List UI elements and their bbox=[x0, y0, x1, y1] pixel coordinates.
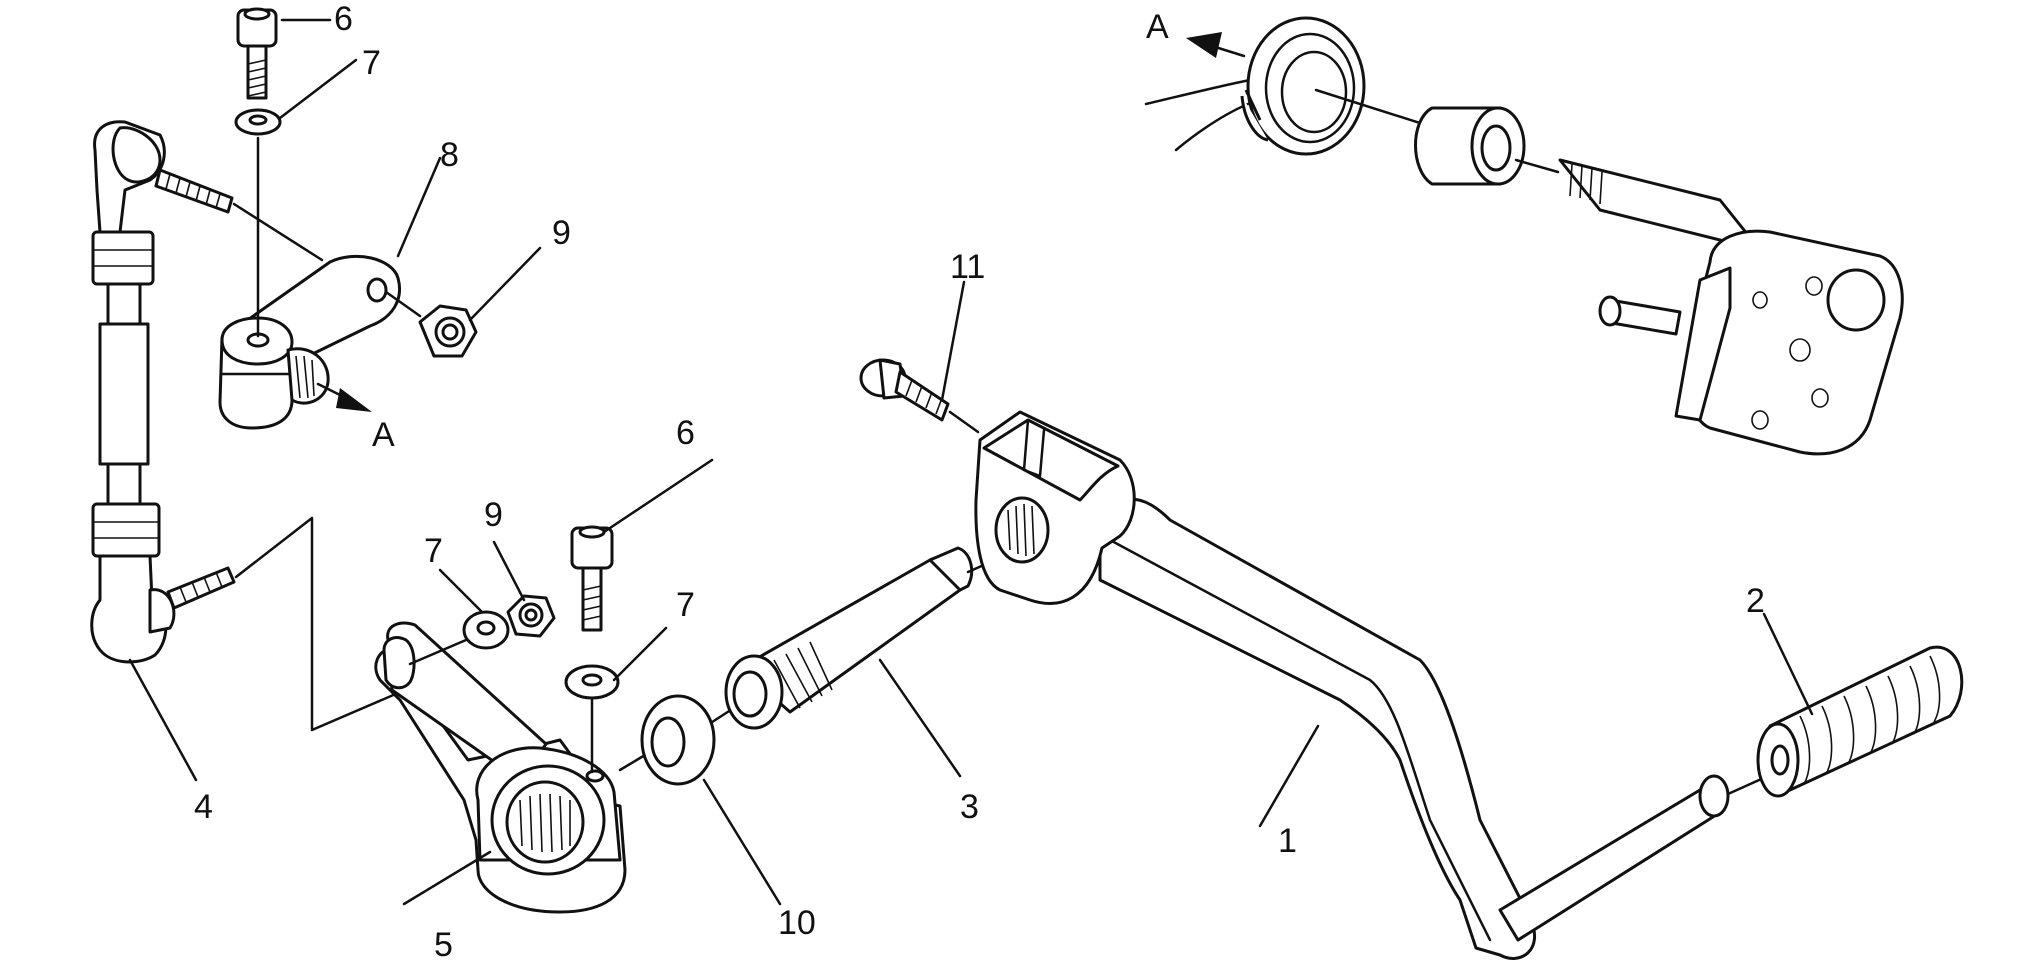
linkage-rod-part-4 bbox=[90, 120, 236, 664]
part-label-11: 11 bbox=[950, 248, 985, 286]
upper-lever-part-8 bbox=[218, 254, 401, 430]
part-label-5: 5 bbox=[434, 926, 453, 962]
washer-part-7-left bbox=[462, 610, 510, 650]
part-label-9-lower: 9 bbox=[484, 496, 503, 534]
direction-arrow-a-top: A bbox=[1146, 8, 1246, 58]
part-label-7-lower: 7 bbox=[676, 586, 695, 624]
part-label-6-lower: 6 bbox=[676, 414, 695, 452]
part-label-1: 1 bbox=[1278, 822, 1297, 860]
arrow-label-a-1: A bbox=[372, 416, 395, 454]
gear-pedal-part-1 bbox=[974, 410, 1730, 960]
alignment-line-bushing-shaft bbox=[1514, 158, 1560, 174]
part-label-3: 3 bbox=[960, 788, 979, 826]
part-label-4: 4 bbox=[194, 788, 213, 826]
alignment-line-11-1 bbox=[948, 410, 980, 434]
part-label-2: 2 bbox=[1746, 582, 1765, 620]
part-label-7-upper: 7 bbox=[362, 44, 381, 82]
alignment-line-8-9 bbox=[384, 290, 422, 318]
washer-part-7-upper bbox=[234, 108, 282, 136]
direction-arrow-a-lower-left: A bbox=[316, 382, 395, 454]
arrow-label-a-2: A bbox=[1146, 8, 1169, 46]
part-label-6-upper: 6 bbox=[334, 0, 353, 38]
washer-part-10 bbox=[640, 694, 716, 786]
shaft-part-3 bbox=[724, 546, 974, 730]
bushing bbox=[1414, 106, 1526, 186]
alignment-line-4-8 bbox=[232, 202, 324, 262]
nut-part-9-lower bbox=[506, 594, 556, 638]
selector-shaft-plate bbox=[1558, 158, 1904, 456]
part-label-7-left: 7 bbox=[424, 532, 443, 570]
bolt-part-11 bbox=[859, 358, 950, 422]
part-label-8: 8 bbox=[440, 136, 459, 174]
return-spring bbox=[1144, 16, 1366, 156]
nut-part-9-upper bbox=[418, 304, 478, 358]
part-label-9-upper: 9 bbox=[552, 214, 571, 252]
alignment-line-4-5 bbox=[234, 516, 407, 732]
bolt-part-6-upper bbox=[236, 7, 278, 100]
leader-lines bbox=[128, 18, 1814, 906]
footpeg-rubber-part-2 bbox=[1756, 645, 1964, 798]
washer-part-7-lower bbox=[564, 664, 620, 700]
bolt-part-6-lower bbox=[570, 525, 614, 632]
alignment-line-7-lever bbox=[408, 638, 468, 666]
part-label-10: 10 bbox=[778, 904, 816, 942]
part-number-labels: 6 7 8 9 11 6 9 7 7 2 4 3 1 10 5 bbox=[194, 0, 1765, 962]
